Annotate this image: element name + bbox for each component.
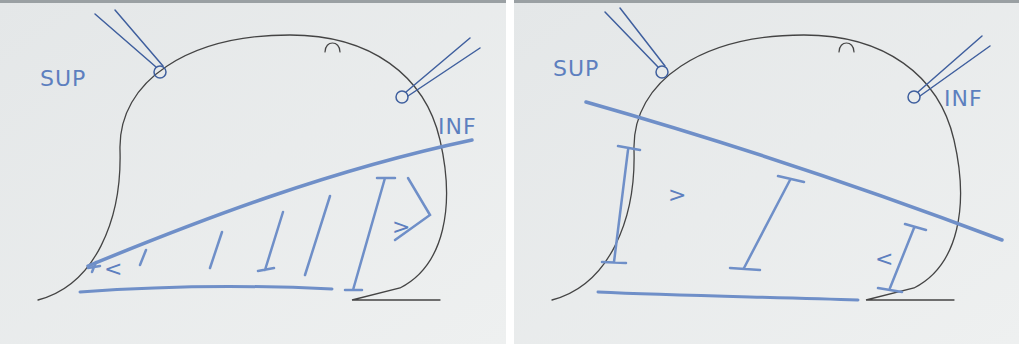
base-line (598, 292, 858, 300)
bump (839, 43, 854, 52)
left-sketch (38, 10, 480, 300)
plane-line (586, 102, 1002, 240)
instrument (406, 38, 480, 96)
instrument (605, 8, 665, 67)
port-circle (154, 66, 166, 78)
board-frame (514, 0, 1019, 3)
organ-outline (552, 35, 961, 300)
instrument (95, 10, 163, 67)
instrument (918, 36, 990, 96)
board-left (0, 0, 506, 344)
side-label: INF (438, 116, 477, 138)
comparison-sign: < (104, 258, 123, 280)
plane-line (88, 140, 472, 266)
port-circle (396, 91, 408, 103)
depth-bars (88, 178, 430, 290)
depth-bars (602, 146, 926, 292)
bump (325, 43, 340, 52)
comparison-sign: > (392, 216, 411, 238)
board-right (514, 0, 1019, 344)
comparison-sign: < (875, 248, 894, 270)
side-label: SUP (553, 58, 599, 80)
right-sketch (552, 8, 1002, 300)
base-line (80, 287, 332, 292)
port-circle (656, 66, 668, 78)
side-label: INF (944, 88, 983, 110)
board-frame (0, 0, 506, 3)
side-label: SUP (40, 68, 86, 90)
comparison-sign: > (668, 184, 687, 206)
port-circle (908, 91, 920, 103)
